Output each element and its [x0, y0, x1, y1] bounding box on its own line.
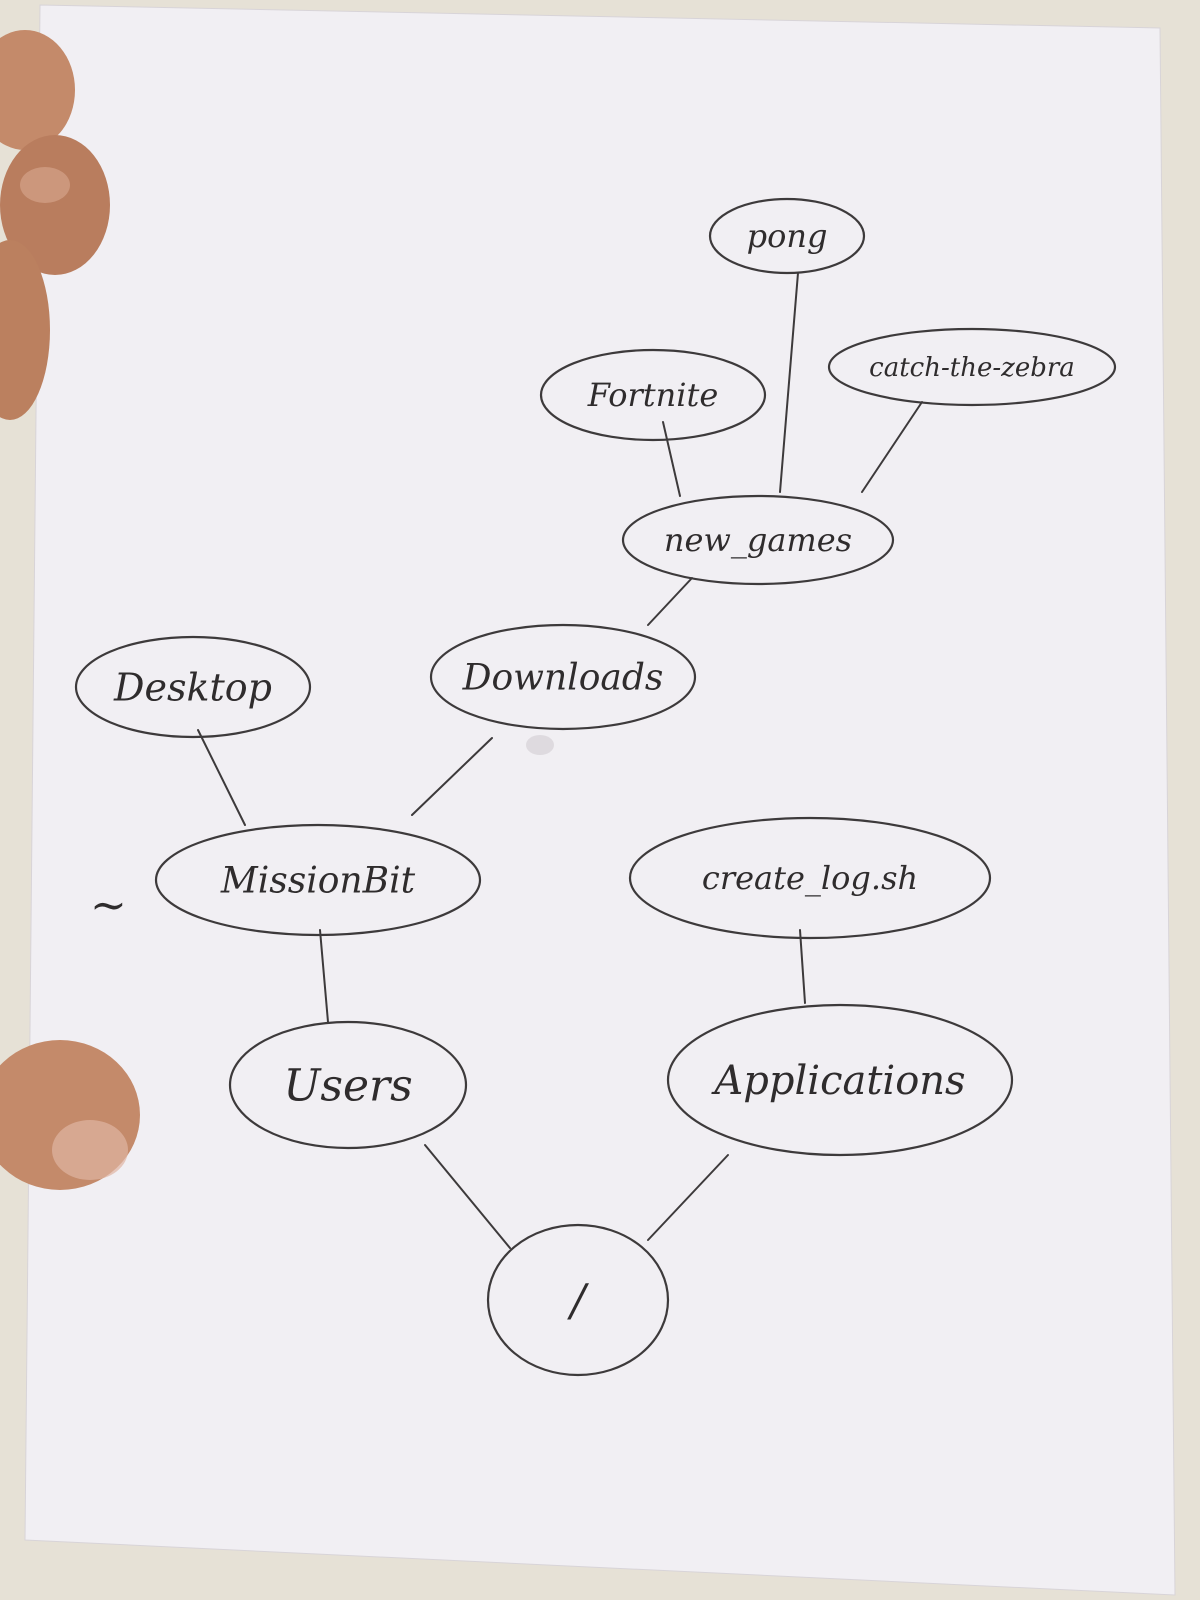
- node-label: MissionBit: [220, 861, 416, 902]
- node-missionbit: MissionBit: [154, 823, 482, 937]
- node-oval-shape: [539, 348, 767, 442]
- node-root: /: [486, 1223, 670, 1377]
- node-label: pong: [747, 217, 828, 255]
- node-oval-shape: [154, 823, 482, 937]
- edge-new_games-to-fortnite: [662, 421, 681, 497]
- node-label: Desktop: [113, 665, 272, 709]
- node-desktop: Desktop: [74, 635, 312, 739]
- edge-missionbit-to-desktop: [197, 729, 246, 826]
- hand-top: [0, 30, 110, 420]
- node-oval-shape: [429, 623, 697, 731]
- paper-sheet: [24, 4, 1176, 1596]
- node-circle-shape: [486, 1223, 670, 1377]
- home-marker: ~: [90, 880, 127, 931]
- edge-root-to-applications: [647, 1154, 729, 1241]
- node-create_log: create_log.sh: [628, 816, 992, 940]
- node-users: Users: [228, 1020, 468, 1150]
- edge-missionbit-to-downloads: [411, 737, 493, 816]
- paper-smudge: [526, 735, 554, 755]
- node-oval-shape: [827, 327, 1117, 407]
- edge-downloads-to-new_games: [647, 577, 693, 626]
- edge-new_games-to-catch_zebra: [861, 401, 923, 493]
- node-downloads: Downloads: [429, 623, 697, 731]
- node-label: create_log.sh: [702, 859, 918, 897]
- hand-bottom: [0, 1040, 140, 1190]
- node-label: /: [567, 1275, 590, 1326]
- edge-users-to-missionbit: [319, 929, 329, 1023]
- node-label: new_games: [664, 521, 852, 559]
- node-catch_zebra: catch-the-zebra: [827, 327, 1117, 407]
- node-label: Users: [283, 1060, 412, 1111]
- edge-applications-to-create_log: [799, 929, 806, 1004]
- node-label: Fortnite: [587, 376, 719, 414]
- node-fortnite: Fortnite: [539, 348, 767, 442]
- node-oval-shape: [74, 635, 312, 739]
- node-label: Applications: [710, 1058, 965, 1104]
- edge-new_games-to-pong: [779, 272, 799, 493]
- node-oval-shape: [228, 1020, 468, 1150]
- node-new_games: new_games: [621, 494, 895, 586]
- diagram-edges: [197, 272, 923, 1249]
- node-oval-shape: [628, 816, 992, 940]
- node-pong: pong: [708, 197, 866, 275]
- node-applications: Applications: [666, 1003, 1014, 1157]
- node-label: catch-the-zebra: [869, 353, 1075, 383]
- diagram-nodes: / Users Applications MissionBit create_log.s…: [74, 197, 1117, 1377]
- node-oval-shape: [708, 197, 866, 275]
- node-label: Downloads: [462, 658, 664, 699]
- node-oval-shape: [666, 1003, 1014, 1157]
- node-oval-shape: [621, 494, 895, 586]
- edge-root-to-users: [424, 1144, 511, 1249]
